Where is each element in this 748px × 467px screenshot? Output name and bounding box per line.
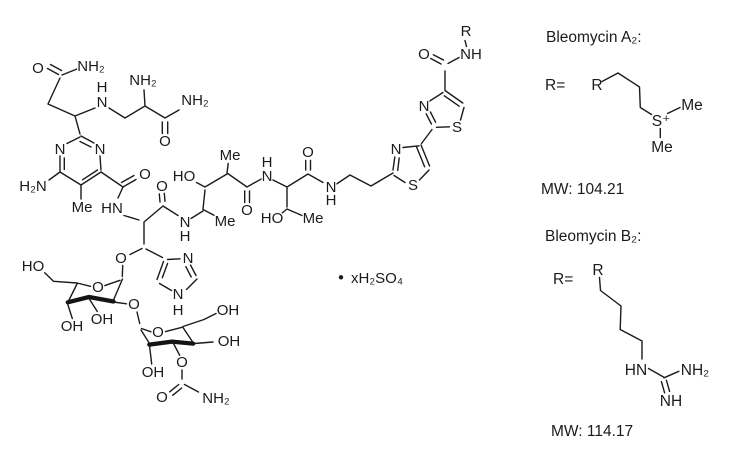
- bullet-dot-icon: [338, 275, 344, 280]
- atom-o-thr-amide: O: [302, 144, 314, 161]
- sulfate-note: xH₂SO₄: [338, 269, 404, 288]
- b2-mw-label: MW: 114.17: [551, 423, 633, 440]
- sugar2-bold-edge: [147, 339, 196, 347]
- atom-h-amide3: H: [180, 228, 191, 245]
- atom-r-terminal: R: [461, 23, 472, 40]
- b2-nh2-atom: NH₂: [681, 362, 709, 379]
- atom-s-thiazole1: S: [452, 119, 462, 136]
- valerate-threonine-fragment: [195, 159, 324, 217]
- pyrimidine-ring: [48, 135, 124, 200]
- imidazole-double-bonds: [156, 260, 197, 281]
- atom-nh2-amide2: NH₂: [181, 92, 209, 109]
- atom-n-imidazole1: N: [173, 286, 184, 303]
- bleomycin-a2-title: Bleomycin A₂:: [546, 29, 642, 46]
- a2-mw-label: MW: 104.21: [541, 181, 624, 198]
- a2-r-equals-label: R=: [545, 77, 565, 94]
- b2-guanidine-double-bond: [660, 379, 671, 394]
- atom-o-ring-sugar2: O: [152, 324, 164, 341]
- atom-n-amide3: N: [180, 214, 191, 231]
- atom-h-amide4: H: [262, 154, 273, 171]
- atom-n-thiazole1: N: [419, 98, 430, 115]
- hydroxyhistidine-bonds: [117, 186, 204, 278]
- atom-ho-sugar1: HO: [22, 258, 45, 275]
- atom-oh-sugar2-c6: OH: [217, 302, 240, 319]
- atom-o-amide1: O: [32, 60, 44, 77]
- a2-me-top-label: Me: [681, 97, 703, 114]
- atom-ho-valerate: HO: [173, 168, 196, 185]
- disaccharide-fragment: [44, 272, 217, 396]
- atom-me-pyrimidine: Me: [72, 199, 93, 216]
- b2-hn-atom: HN: [625, 362, 647, 379]
- imidazole-bonds: [158, 258, 198, 292]
- sulfate-formula: xH₂SO₄: [351, 270, 403, 287]
- atom-me-valerate2: Me: [220, 147, 241, 164]
- atom-hn-pyr-amide: HN: [101, 200, 123, 217]
- sugar1-bold-edge: [65, 294, 116, 305]
- atom-oh-sugar1-c4: OH: [61, 318, 84, 335]
- bleomycin-a2-panel: Bleomycin A₂: R= R S⁺ Me Me MW: 104.21: [540, 28, 704, 200]
- b2-nh-atom: NH: [660, 393, 682, 410]
- bleomycin-b2-panel: Bleomycin B₂: R= R HN NH₂ NH MW: 114.17: [544, 227, 711, 442]
- a2-sulfonium-atom: S⁺: [652, 113, 671, 130]
- atom-o-terminal: O: [418, 46, 430, 63]
- atom-oh-sugar2-c4: OH: [218, 333, 241, 350]
- atom-n-imidazole3: N: [183, 250, 194, 267]
- atom-h-amide5: H: [326, 192, 337, 209]
- atom-s-thiazole2: S: [408, 177, 418, 194]
- hydroxyhistidine-double-bonds: [120, 174, 166, 203]
- atom-n-pyrimidine-left: N: [55, 141, 66, 158]
- atom-o-glycosidic1: O: [115, 250, 127, 267]
- valerate-threonine-bonds: [195, 162, 324, 217]
- atom-o-carbamate: O: [176, 354, 188, 371]
- hydroxyhistidine-fragment: [117, 174, 204, 278]
- pyrimidine-double-bonds: [59, 135, 102, 186]
- atom-o-val-amide: O: [241, 202, 253, 219]
- atom-o-ring-sugar1: O: [92, 279, 104, 296]
- atom-n-amide4: N: [262, 168, 273, 185]
- imidazole-ring: [156, 258, 198, 292]
- atom-h-imidazole: H: [173, 302, 184, 319]
- bithiazole-double-bonds: [392, 54, 464, 171]
- valerate-threonine-double-bonds: [244, 159, 312, 204]
- atom-me-valerate1: Me: [215, 213, 236, 230]
- atom-nh2-carbamate: NH₂: [202, 390, 230, 407]
- atom-oh-sugar2-c2: OH: [142, 364, 165, 381]
- atom-oh-sugar1-c3: OH: [91, 311, 114, 328]
- atom-nh2-amide1: NH₂: [77, 58, 105, 75]
- bithiazole-bonds: [335, 39, 468, 187]
- a2-me-bottom-label: Me: [651, 139, 673, 156]
- bleomycin-b2-title: Bleomycin B₂:: [545, 228, 641, 245]
- aminoalaninamide-fragment: [46, 63, 180, 135]
- atom-o-carbamate-dbl: O: [156, 389, 168, 406]
- atom-n-pyrimidine-right: N: [95, 141, 106, 158]
- atom-n-amide5: N: [326, 179, 337, 196]
- atom-me-threonine: Me: [303, 210, 324, 227]
- atom-nh-terminal: NH: [460, 46, 482, 63]
- b2-r-equals-label: R=: [553, 271, 573, 288]
- atom-o-amide2: O: [159, 133, 171, 150]
- b2-r-atom: R: [592, 262, 603, 279]
- pyrimidine-bonds: [48, 136, 124, 200]
- b2-chain-bonds: [598, 276, 680, 379]
- atom-h2n-pyrimidine: H₂N: [19, 178, 47, 195]
- atom-ho-threonine: HO: [261, 210, 284, 227]
- aminoalaninamide-bonds: [47, 68, 180, 135]
- carbamate-double-bond: [169, 383, 183, 396]
- a2-r-atom: R: [591, 77, 602, 94]
- aminoalaninamide-double-bonds: [46, 63, 169, 135]
- bithiazole-tail-fragment: [335, 39, 468, 187]
- atom-o-pyr-amide: O: [139, 166, 151, 183]
- atom-n-thiazole2: N: [391, 141, 402, 158]
- atom-labels: O NH₂ H N NH₂ NH₂ O N N H₂N Me O HN O N …: [18, 22, 483, 409]
- atom-o-glycosidic2: O: [128, 296, 140, 313]
- atom-h-amine: H: [97, 79, 108, 96]
- sugar-bonds: [44, 272, 217, 393]
- a2-chain-bonds: [601, 72, 681, 139]
- atom-n-amine: N: [97, 94, 108, 111]
- atom-o-his-amide: O: [156, 178, 168, 195]
- atom-nh2-amine2: NH₂: [129, 72, 157, 89]
